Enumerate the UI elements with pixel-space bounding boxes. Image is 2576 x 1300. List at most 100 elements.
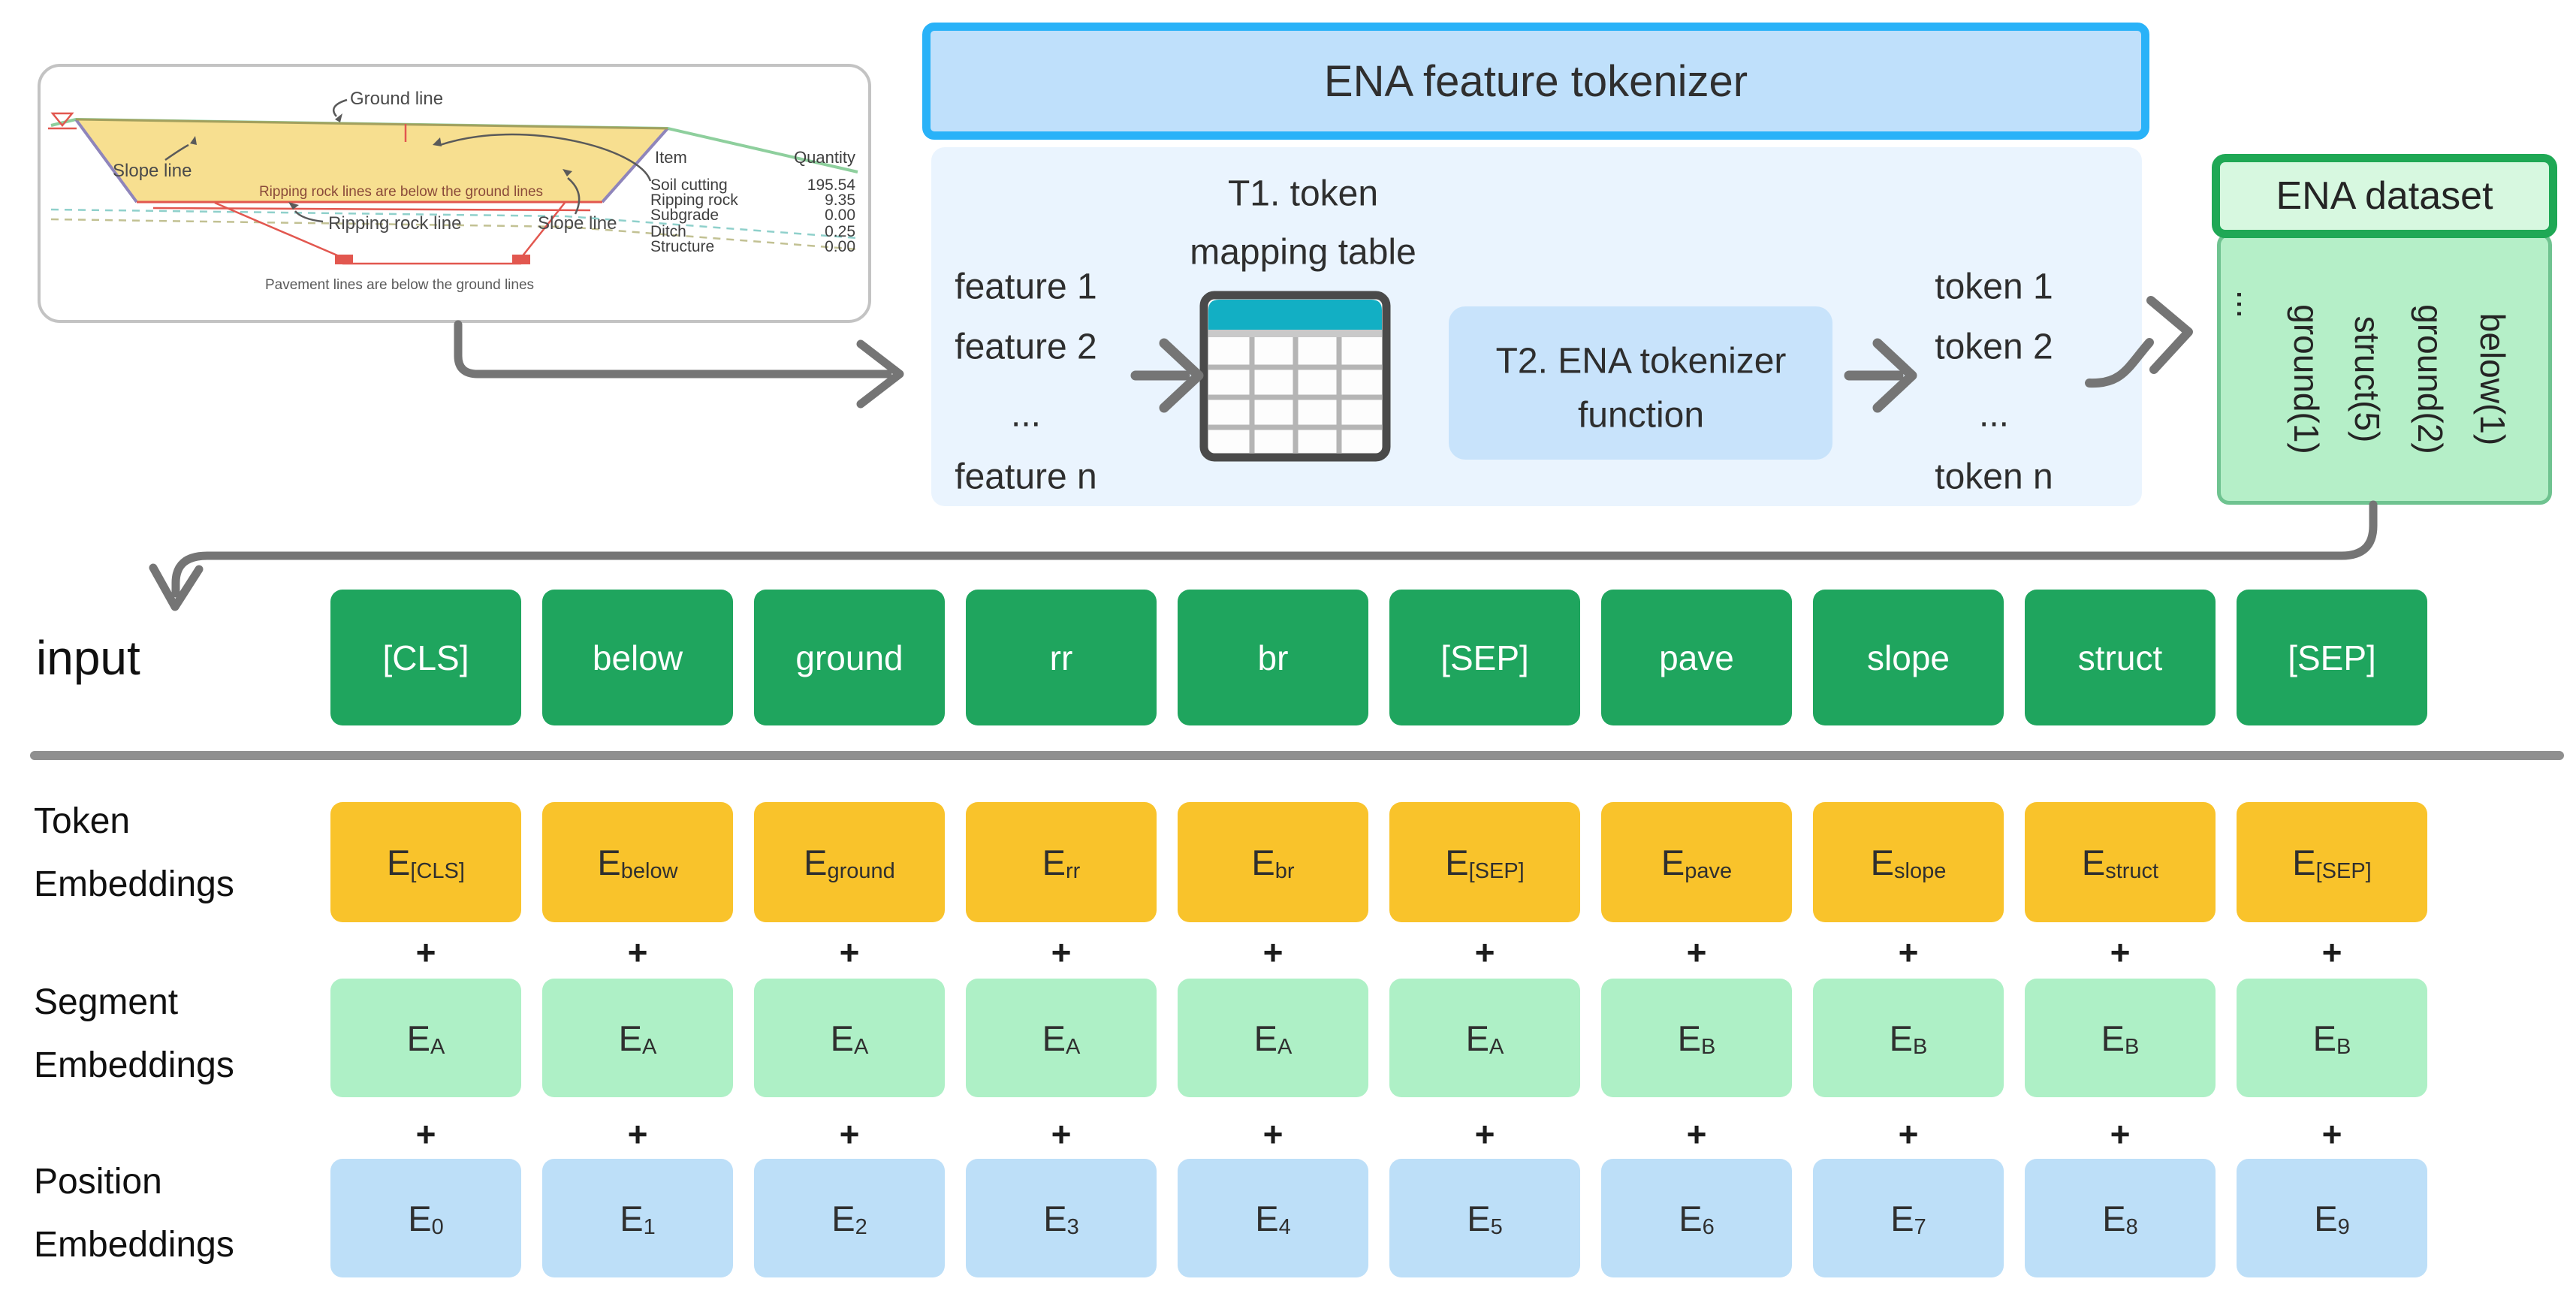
arrow-card-to-tokenizer-head — [856, 339, 904, 409]
leader-ripping-rock — [294, 210, 324, 223]
pavement-block-right — [512, 255, 530, 264]
embedding-subscript: rr — [1066, 858, 1081, 883]
segment-embeddings-label: Segment Embeddings — [34, 982, 234, 1085]
embedding-subscript: slope — [1894, 858, 1947, 883]
qty-row-item: Ripping rock — [650, 192, 738, 209]
embedding-subscript: 4 — [1278, 1214, 1291, 1239]
embedding-prefix: E — [387, 842, 411, 882]
engineering-drawing-card: Ground line Slope line Ripping rock line… — [38, 64, 871, 323]
qty-row-item: Soil cutting — [650, 176, 728, 194]
qty-row-value: 9.35 — [825, 192, 855, 209]
t1-label-line2: mapping table — [1190, 232, 1416, 273]
embedding-prefix: E — [1467, 1198, 1491, 1238]
feature-item: feature 2 — [955, 327, 1097, 367]
embedding-subscript: B — [1913, 1034, 1928, 1059]
t2-label-line1: T2. ENA tokenizer — [1495, 341, 1787, 382]
embedding-subscript: below — [620, 858, 678, 883]
embedding-subscript: [CLS] — [410, 858, 465, 883]
pavement-note: Pavement lines are below the ground line… — [265, 277, 534, 293]
input-token-cell: [CLS] — [330, 590, 521, 725]
embedding-subscript: B — [1701, 1034, 1716, 1059]
embedding-subscript: 3 — [1066, 1214, 1079, 1239]
embedding-subscript: 2 — [855, 1214, 867, 1239]
dataset-entry: ground(2) — [2411, 304, 2450, 454]
plus-row: ++++++++++ — [330, 931, 2427, 973]
plus-sign: + — [1898, 1115, 1919, 1154]
leader-ground-line — [333, 98, 348, 117]
slope-edge-left — [74, 118, 138, 204]
soil-cutting-area — [76, 119, 668, 202]
plus-sign: + — [415, 1115, 436, 1154]
t2-label-line2: function — [1577, 395, 1705, 436]
embedding-prefix: E — [1889, 1018, 1913, 1058]
plus-sign: + — [415, 933, 436, 972]
mapping-table-icon — [1199, 291, 1391, 462]
embedding-subscript: 5 — [1490, 1214, 1503, 1239]
leader-slope-left — [164, 143, 189, 161]
embedding-prefix: E — [408, 1198, 432, 1238]
arrow-dataset-to-input — [171, 500, 2378, 598]
qty-row-value: 0.00 — [825, 207, 855, 224]
input-token-cell: [SEP] — [2237, 590, 2427, 725]
embedding-prefix: E — [1253, 1018, 1277, 1058]
t2-function-box: T2. ENA tokenizer function — [1449, 306, 1832, 460]
qty-table-header-quantity: Quantity — [794, 148, 855, 167]
embedding-prefix: E — [1890, 1198, 1914, 1238]
leader-slope-left-head — [190, 136, 197, 145]
token-item: token 2 — [1935, 327, 2053, 367]
input-token-cell: pave — [1601, 590, 1792, 725]
embedding-prefix: E — [831, 1198, 855, 1238]
embedding-prefix: E — [2312, 1018, 2336, 1058]
dataset-entry: below(1) — [2473, 312, 2512, 446]
embedding-subscript: 6 — [1702, 1214, 1715, 1239]
ripping-rock-line-label: Ripping rock line — [328, 213, 461, 234]
embedding-subscript: 7 — [1914, 1214, 1926, 1239]
input-token-cell: below — [542, 590, 733, 725]
embedding-prefix: E — [406, 1018, 430, 1058]
plus-sign: + — [1262, 1115, 1283, 1154]
leader-slope-right-head — [563, 169, 572, 176]
embedding-subscript: B — [2336, 1034, 2351, 1059]
ground-line-label: Ground line — [350, 89, 443, 109]
embedding-prefix: E — [2081, 842, 2106, 882]
embedding-prefix: E — [804, 842, 828, 882]
embedding-prefix: E — [1043, 1198, 1067, 1238]
embedding-prefix: E — [2101, 1018, 2125, 1058]
plus-sign: + — [2321, 933, 2342, 972]
soil-top-edge — [75, 118, 668, 130]
pavement-outline — [214, 201, 566, 265]
feature-item: feature 1 — [955, 267, 1097, 307]
embedding-prefix: E — [1677, 1018, 1701, 1058]
qty-row-value: 0.00 — [825, 238, 855, 255]
dataset-title-box: ENA dataset — [2212, 154, 2557, 238]
token-ellipsis: ... — [1978, 394, 2010, 435]
embedding-prefix: E — [1251, 842, 1275, 882]
embedding-prefix: E — [2292, 842, 2316, 882]
embedding-subscript: A — [1066, 1034, 1081, 1059]
embedding-prefix: E — [1870, 842, 1895, 882]
plus-sign: + — [839, 1115, 860, 1154]
position-embeddings-label: Position Embeddings — [34, 1162, 234, 1265]
embedding-subscript: A — [642, 1034, 657, 1059]
embedding-subscript: A — [854, 1034, 869, 1059]
subgrade-dashed-olive — [50, 218, 858, 251]
input-token-cell: [SEP] — [1389, 590, 1580, 725]
embedding-subscript: ground — [827, 858, 895, 883]
qty-row-item: Structure — [650, 238, 714, 255]
embedding-prefix: E — [1255, 1198, 1279, 1238]
